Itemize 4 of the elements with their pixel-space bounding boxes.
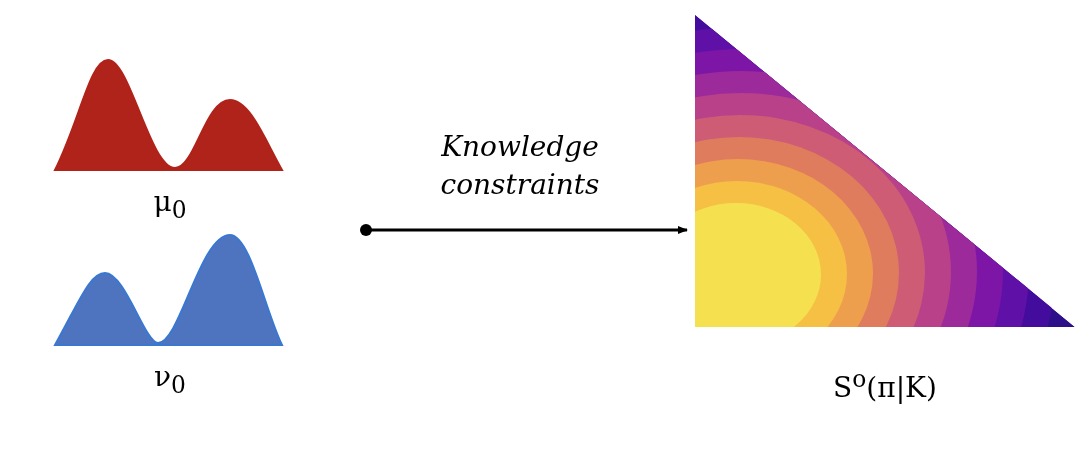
arrow [360,224,688,236]
math-label: μ$_{0}$ [152,185,188,224]
math-label: S$^{o}$(π|K) [832,365,938,405]
math-label: ν$_{0}$ [153,360,187,399]
